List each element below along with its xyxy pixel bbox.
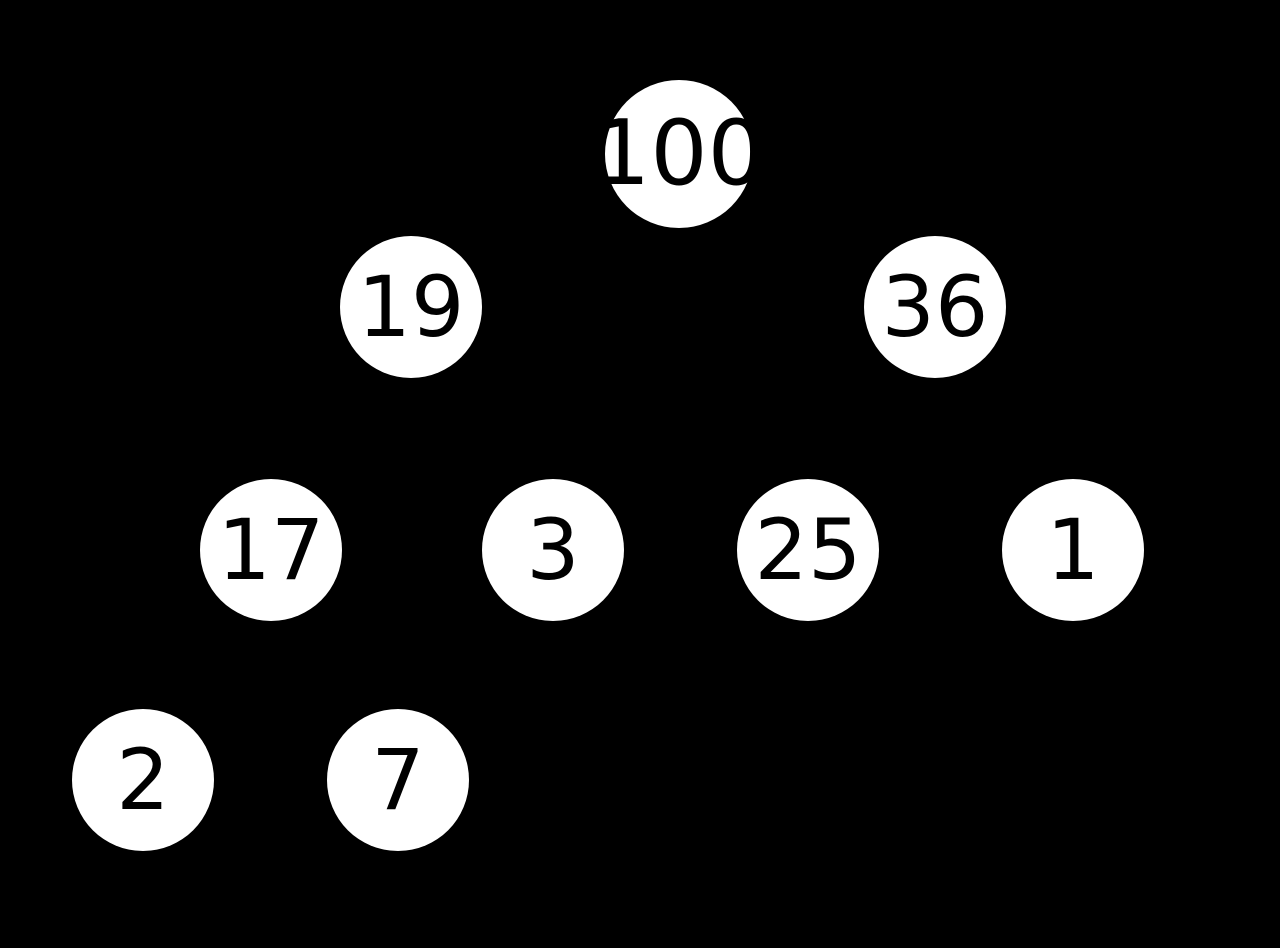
graph-node-label: 19 (357, 258, 465, 356)
graph-node[interactable]: 25 (737, 479, 879, 621)
graph-node[interactable]: 3 (482, 479, 624, 621)
graph-node-label: 17 (217, 501, 325, 599)
graph-node[interactable]: 2 (72, 709, 214, 851)
graph-node[interactable]: 1 (1002, 479, 1144, 621)
graph-node[interactable]: 19 (340, 236, 482, 378)
graph-node[interactable]: 17 (200, 479, 342, 621)
graph-node-label: 100 (593, 101, 765, 206)
graph-node-label: 36 (881, 258, 989, 356)
graph-node-label: 1 (1046, 501, 1100, 599)
graph-node-label: 2 (116, 731, 170, 829)
graph-node-label: 7 (371, 731, 425, 829)
graph-node-label: 3 (526, 501, 580, 599)
graph-node[interactable]: 100 (593, 80, 765, 228)
graph-node-label: 25 (754, 501, 862, 599)
graph-node[interactable]: 36 (864, 236, 1006, 378)
graph-node[interactable]: 7 (327, 709, 469, 851)
